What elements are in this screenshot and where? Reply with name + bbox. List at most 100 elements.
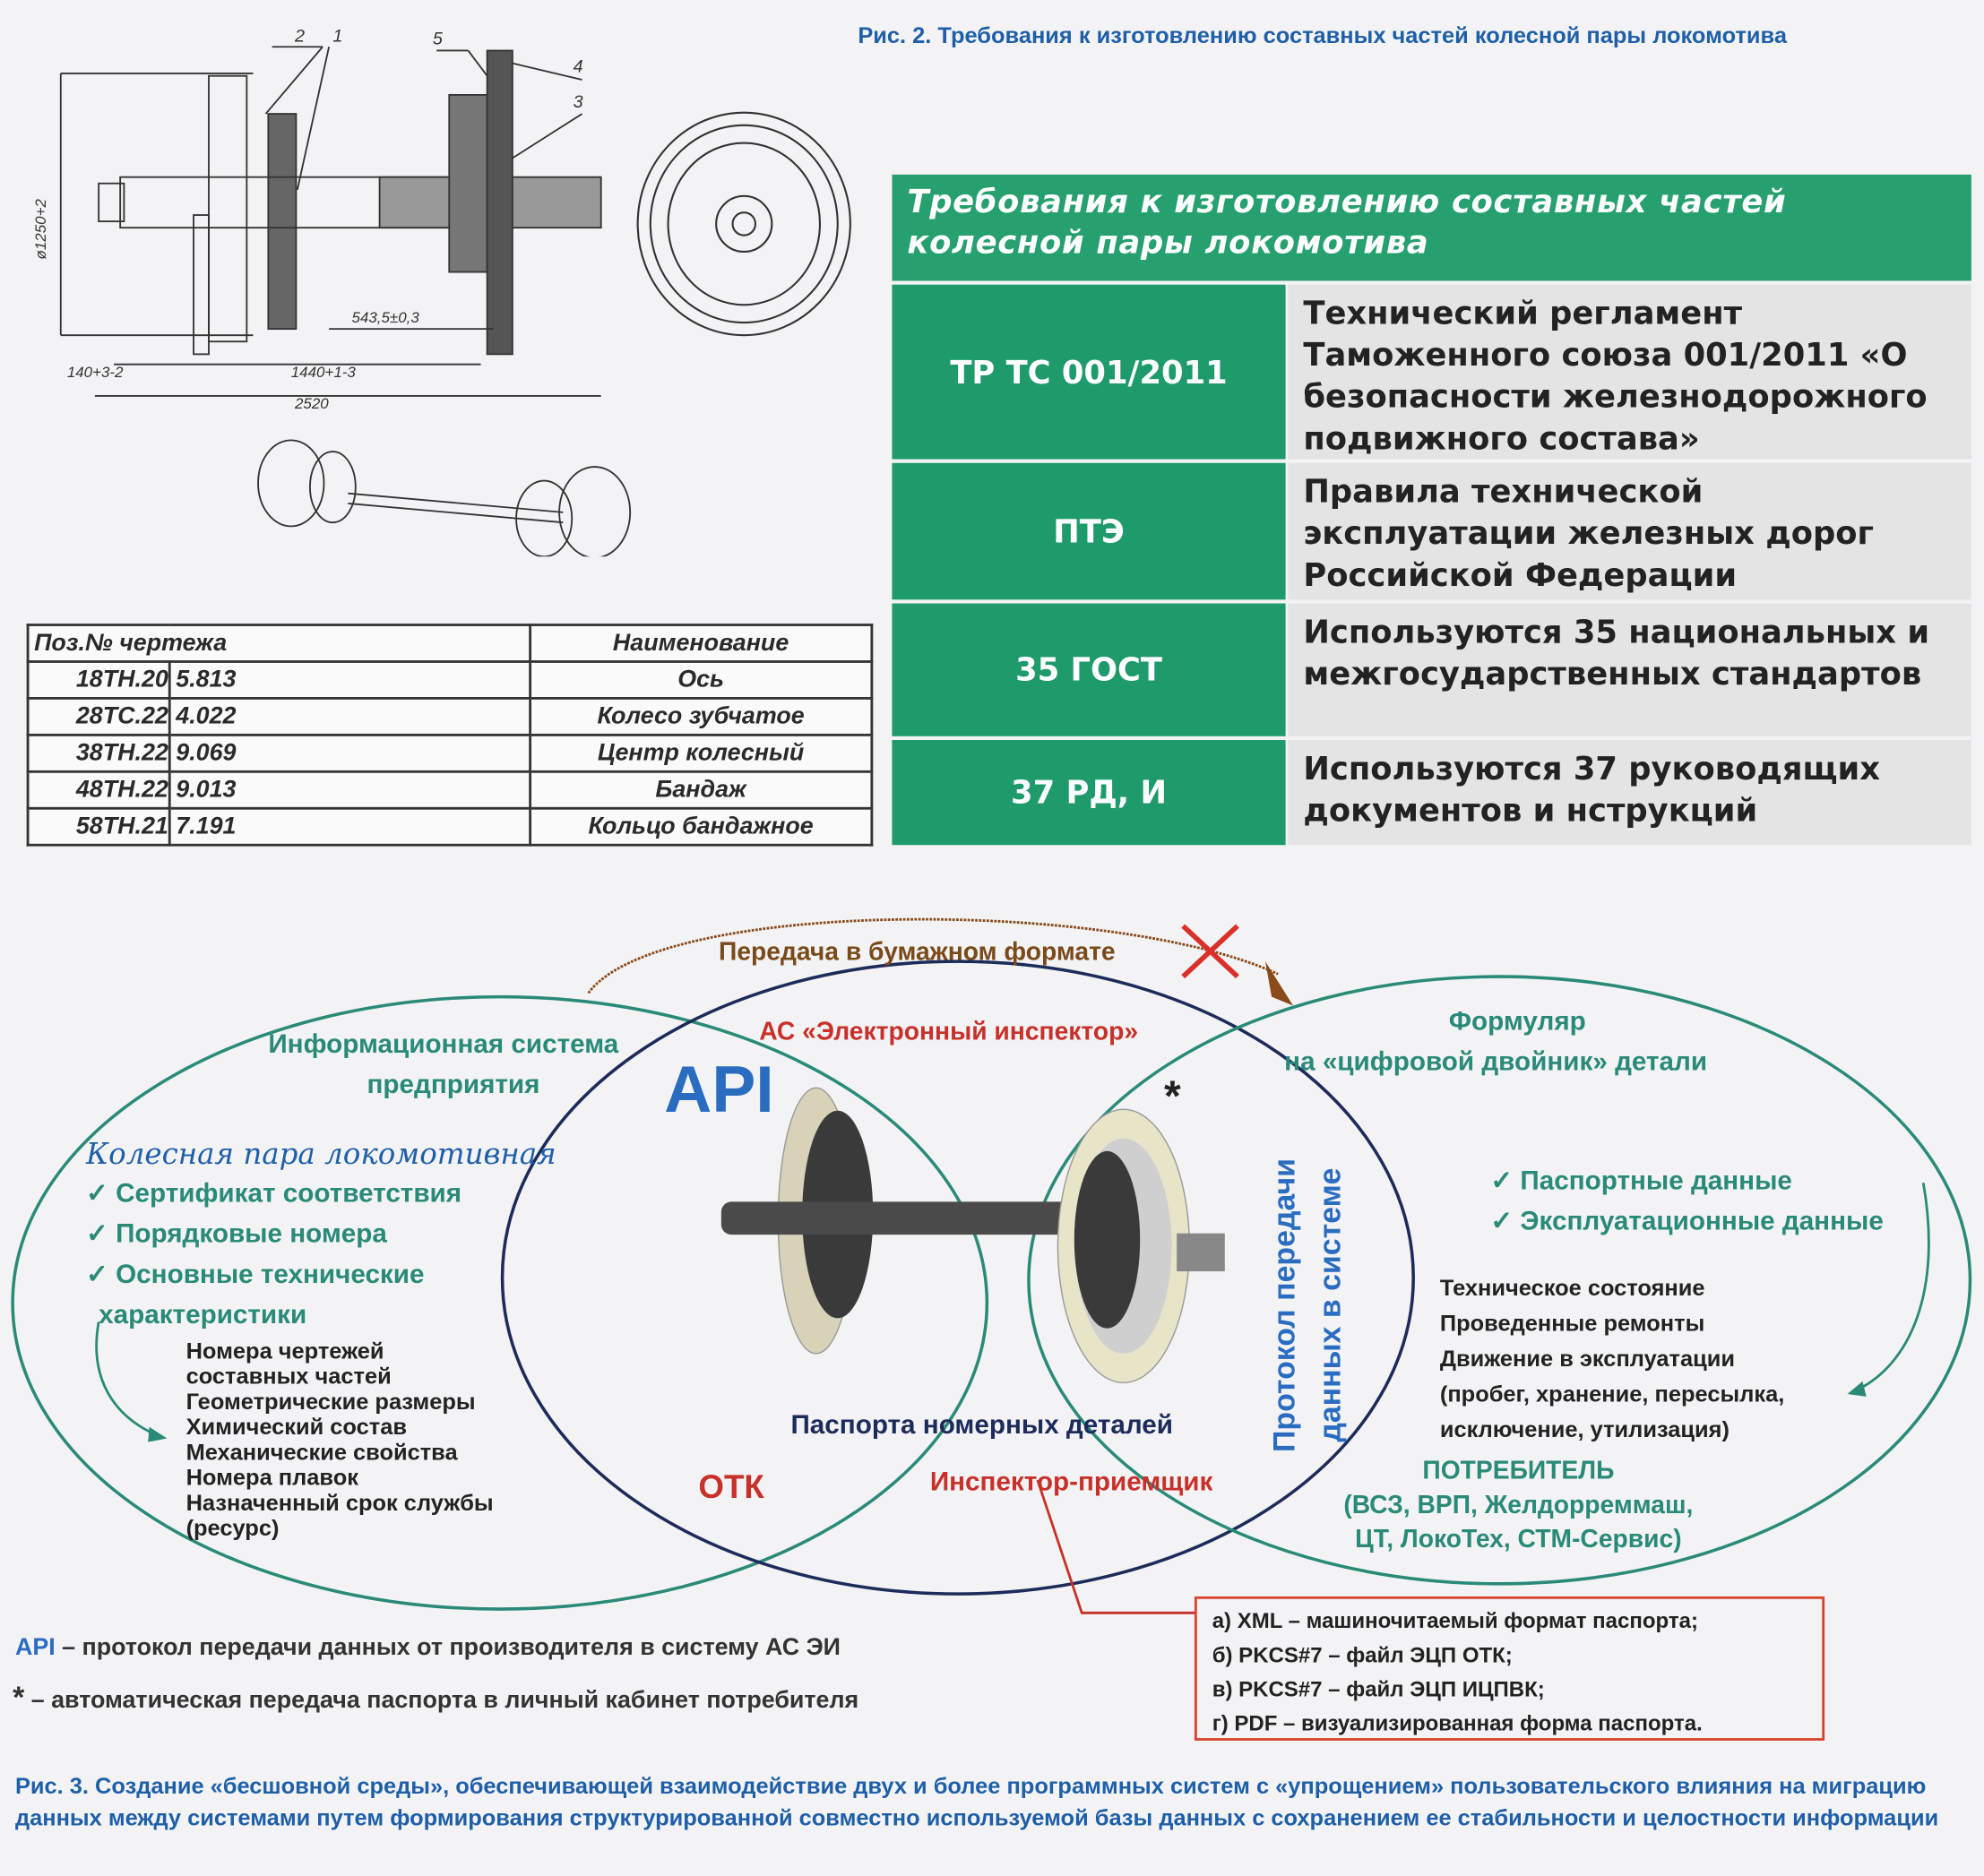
- cross-icon: [1181, 924, 1239, 979]
- pos: 2: [75, 702, 90, 730]
- wheelset-title: Колесная пара локомотивная: [86, 1138, 556, 1172]
- requirements-header: Требования к изготовлению составных част…: [892, 174, 1971, 281]
- pos: 3: [75, 739, 90, 766]
- drawing-suffix: 5.813: [168, 660, 531, 700]
- inspector-system-label: АС «Электронный инспектор»: [759, 1018, 1139, 1046]
- wheel-front-view: [636, 111, 851, 337]
- enterprise-system-label-line2: предприятия: [367, 1070, 540, 1100]
- check-icon: ✓: [86, 1219, 116, 1249]
- enterprise-system-ellipse: [11, 994, 989, 1611]
- check-item-continued: характеристики: [99, 1300, 307, 1330]
- drawing-prefix: 8ТН.22: [89, 776, 168, 803]
- passport-formats-box: а) XML – машиночитаемый формат паспорта;…: [1194, 1596, 1825, 1741]
- formats-connector: [1036, 1479, 1196, 1614]
- requirements-table: Требования к изготовлению составных част…: [892, 174, 1971, 846]
- table-header-row: Поз.№ чертежа Наименование: [26, 624, 874, 663]
- right-checklist: ✓ Паспортные данные ✓ Эксплуатационные д…: [1490, 1161, 1883, 1242]
- form-title-line1: Формуляр: [1448, 1006, 1586, 1037]
- pos: 1: [75, 666, 90, 693]
- callout-3: 3: [574, 92, 583, 112]
- callout-5: 5: [433, 29, 444, 48]
- drawing-prefix: 8ТН.21: [89, 813, 168, 839]
- part-name: Центр колесный: [528, 733, 874, 773]
- check-icon: ✓: [1490, 1166, 1521, 1196]
- api-note: API – протокол передачи данных от произв…: [14, 1634, 841, 1661]
- asterisk-mark: *: [1164, 1072, 1181, 1122]
- consumer-label: ПОТРЕБИТЕЛЬ(ВСЗ, ВРП, Желдорреммаш,ЦТ, Л…: [1343, 1457, 1694, 1553]
- check-icon: ✓: [86, 1260, 116, 1289]
- part-name: Бандаж: [528, 770, 874, 810]
- requirement-row: ТР ТС 001/2011 Технический регламент Там…: [892, 284, 1971, 460]
- fig2-caption: Рис. 2. Требования к изготовлению состав…: [858, 22, 1787, 48]
- wheelset-isometric-drawing: [257, 439, 632, 557]
- asterisk-note: * – автоматическая передача паспорта в л…: [13, 1681, 859, 1716]
- callout-1: 1: [332, 27, 342, 47]
- arrow-head-icon: [1265, 961, 1294, 1006]
- dim-2520: 2520: [294, 395, 329, 412]
- drawing-suffix: 9.013: [168, 770, 531, 810]
- pos: 4: [75, 776, 90, 803]
- table-row: 18ТН.20 5.813 Ось: [26, 660, 874, 700]
- requirement-code: 35 ГОСТ: [892, 603, 1286, 736]
- check-item: ✓ Порядковые номера: [86, 1219, 387, 1249]
- check-item: ✓ Сертификат соответствия: [86, 1178, 462, 1209]
- requirement-row: 35 ГОСТ Используются 35 национальных и м…: [892, 603, 1971, 736]
- header-drawing-number: Поз.№ чертежа: [26, 624, 531, 663]
- dim-543: 543,5±0,3: [352, 309, 420, 326]
- requirement-text: Технический регламент Таможенного союза …: [1288, 284, 1971, 460]
- dim-1440: 1440+1-3: [291, 364, 357, 381]
- table-row: 38ТН.22 9.069 Центр колесный: [26, 733, 874, 773]
- inspector-label: Инспектор-приемщик: [929, 1467, 1213, 1497]
- api-label: API: [664, 1054, 774, 1128]
- header-name: Наименование: [528, 624, 874, 663]
- check-icon: ✓: [1490, 1207, 1521, 1236]
- part-name: Ось: [528, 660, 874, 700]
- callout-2: 2: [294, 27, 305, 47]
- drawing-prefix: 8ТН.20: [89, 666, 168, 693]
- dim-diameter: ø1250+2: [32, 199, 49, 260]
- right-curved-arrow: [1853, 1182, 1930, 1393]
- check-item: ✓ Основные технические: [86, 1260, 425, 1289]
- paper-transfer-arrow: [587, 917, 1279, 994]
- wheelset-technical-drawing: 2 1 5 4 3 543,5±0,3 140+3-2 1440+1-3 252…: [32, 27, 602, 412]
- requirement-text: Используются 35 национальных и межгосуда…: [1288, 603, 1971, 736]
- dim-140: 140+3-2: [67, 364, 124, 381]
- parts-table: Поз.№ чертежа Наименование 18ТН.20 5.813…: [26, 624, 874, 847]
- requirement-row: ПТЭ Правила технической эксплуатации жел…: [892, 462, 1971, 600]
- drawing-suffix: 7.191: [168, 806, 531, 847]
- requirement-text: Правила технической эксплуатации железны…: [1288, 462, 1971, 600]
- requirement-code: 37 РД, И: [892, 740, 1286, 846]
- passports-label: Паспорта номерных деталей: [790, 1410, 1174, 1440]
- part-name: Колесо зубчатое: [528, 697, 874, 736]
- venn-diagram: [11, 917, 1972, 1614]
- requirement-code: ТР ТС 001/2011: [892, 284, 1286, 460]
- enterprise-system-label-line1: Информационная система: [268, 1029, 619, 1059]
- table-row: 58ТН.21 7.191 Кольцо бандажное: [26, 806, 874, 847]
- consumer-system-ellipse: [1027, 975, 1972, 1586]
- check-icon: ✓: [86, 1178, 116, 1209]
- inspector-system-ellipse: [500, 960, 1415, 1596]
- part-name: Кольцо бандажное: [528, 806, 874, 847]
- drawing-suffix: 9.069: [168, 733, 531, 773]
- form-title-line2: на «цифровой двойник» детали: [1284, 1047, 1708, 1077]
- table-row: 48ТН.22 9.013 Бандаж: [26, 770, 874, 810]
- requirement-code: ПТЭ: [892, 462, 1286, 600]
- callout-4: 4: [574, 56, 583, 76]
- drawing-suffix: 4.022: [168, 697, 531, 736]
- fig3-caption: Рис. 3. Создание «бесшовной среды», обес…: [14, 1773, 1939, 1831]
- drawing-prefix: 8ТН.22: [89, 739, 168, 766]
- pos: 5: [75, 813, 90, 839]
- left-curved-arrow: [95, 1321, 160, 1437]
- otk-label: ОТК: [698, 1467, 764, 1506]
- left-checklist: ✓ Сертификат соответствия ✓ Порядковые н…: [86, 1174, 461, 1336]
- check-item: ✓ Эксплуатационные данные: [1490, 1207, 1884, 1236]
- requirement-row: 37 РД, И Используются 37 руководящих док…: [892, 740, 1971, 846]
- table-row: 28ТС.22 4.022 Колесо зубчатое: [26, 697, 874, 736]
- wheelset-photo: [720, 1087, 1225, 1384]
- check-item: ✓ Паспортные данные: [1490, 1166, 1792, 1196]
- drawing-prefix: 8ТС.22: [89, 702, 168, 730]
